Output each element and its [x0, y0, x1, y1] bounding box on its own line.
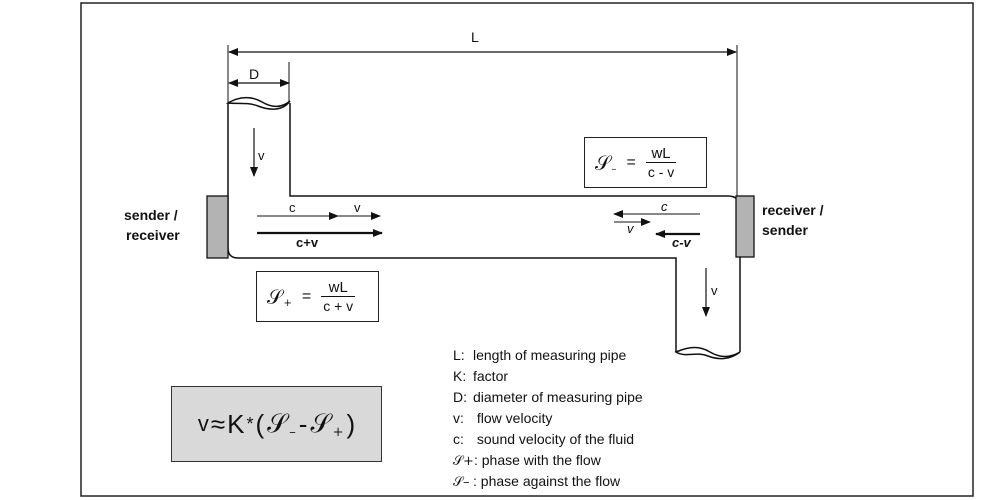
flow-v-label-bottom: v: [711, 283, 718, 298]
main-formula-close-paren: ): [346, 408, 356, 439]
legend-item: D:diameter of measuring pipe: [453, 389, 643, 405]
vector-v-forward-label: v: [354, 200, 361, 215]
main-formula-phase-plus: 𝒮+: [310, 408, 344, 440]
phase-minus-fraction: wL c - v: [645, 145, 677, 180]
main-formula-minus: -: [298, 408, 308, 439]
main-formula-box: v ≈ K * ( 𝒮– - 𝒮+ ): [171, 386, 382, 462]
phase-minus-numerator: wL: [651, 145, 671, 162]
phase-minus-symbol: 𝒮–: [595, 150, 617, 175]
diameter-label: D: [249, 66, 260, 82]
legend-item: K:factor: [453, 368, 509, 384]
left-transducer-label-2: receiver: [126, 227, 180, 243]
legend-item: v: flow velocity: [453, 410, 553, 426]
right-transducer: [735, 195, 755, 258]
length-label: L: [471, 29, 479, 45]
main-formula-v: v: [197, 411, 209, 436]
legend-item: c: sound velocity of the fluid: [453, 431, 635, 447]
phase-minus-formula-box: 𝒮– = wL c - v: [584, 137, 707, 188]
outer-frame: [80, 2, 974, 497]
right-transducer-label-2: sender: [762, 222, 808, 238]
vector-c-backward-label: c: [661, 199, 668, 214]
main-formula-approx: ≈: [210, 408, 226, 439]
phase-plus-numerator: wL: [328, 279, 348, 296]
phase-plus-formula-box: 𝒮+ = wL c + v: [256, 271, 379, 322]
phase-plus-fraction: wL c + v: [321, 279, 356, 314]
right-transducer-label-1: receiver /: [762, 202, 824, 218]
legend-item: 𝒮+: phase with the flow: [453, 452, 601, 469]
legend-item: 𝒮–: phase against the flow: [453, 473, 621, 490]
vector-c-forward-label: c: [289, 200, 296, 215]
phase-plus-symbol: 𝒮+: [267, 284, 292, 309]
phase-plus-equals: =: [301, 287, 312, 305]
vector-v-backward-label: v: [627, 221, 634, 236]
phase-minus-equals: =: [626, 153, 636, 171]
main-formula-open-paren: (: [255, 408, 265, 439]
phase-plus-denominator: c + v: [321, 296, 356, 314]
pipe-bottom-opening: [674, 346, 741, 360]
pipe-top-opening: [225, 96, 291, 110]
main-formula-phase-minus: 𝒮–: [267, 408, 296, 440]
legend-item: L:length of measuring pipe: [453, 347, 627, 363]
left-transducer: [206, 195, 229, 259]
vector-sum-forward-label: c+v: [296, 235, 319, 250]
main-formula-times: *: [246, 413, 254, 434]
flow-v-label-top: v: [258, 148, 265, 163]
left-transducer-label-1: sender /: [124, 207, 178, 223]
vector-diff-backward-label: c-v: [672, 235, 691, 250]
main-formula-k: K: [227, 408, 245, 439]
phase-minus-denominator: c - v: [645, 162, 677, 180]
